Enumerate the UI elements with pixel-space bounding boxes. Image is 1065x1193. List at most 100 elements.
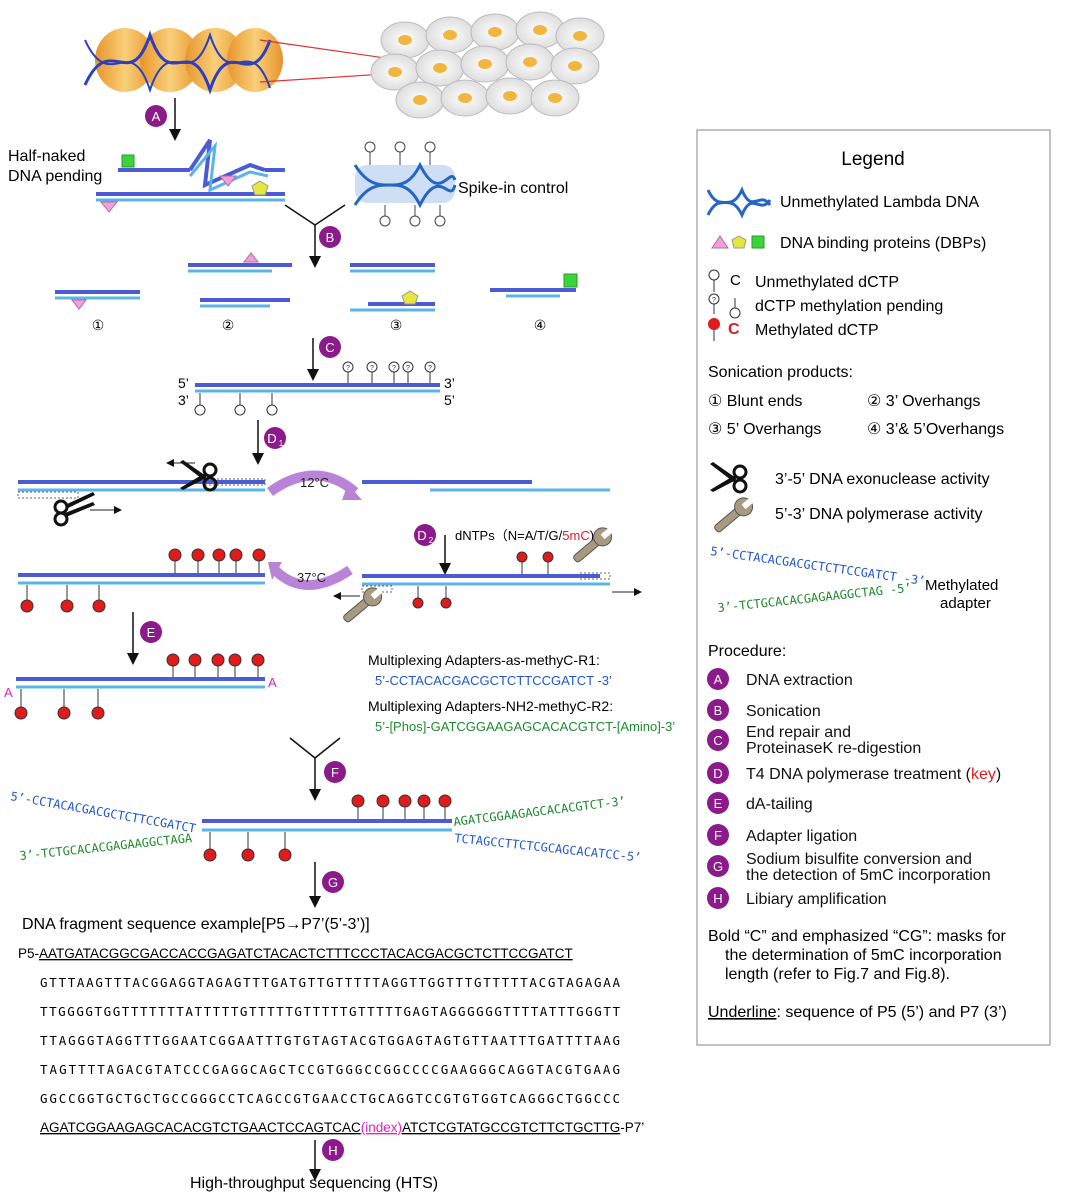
legend-underline-note: Underline: sequence of P5 (5’) and P7 (3…	[708, 1004, 1007, 1021]
scissors-icon-2	[53, 492, 95, 527]
digested-dna	[362, 480, 610, 492]
dntps-label: dNTPs（N=A/T/G/5mC)	[455, 528, 594, 543]
legend-bold-note-3: length (refer to Fig.7 and Fig.8).	[725, 966, 950, 983]
half-naked-label-1: Half-naked	[8, 148, 85, 165]
svg-text:?: ?	[346, 365, 350, 372]
svg-text:D: D	[713, 766, 722, 781]
temp-cold-label: 12°C	[300, 475, 329, 490]
svg-text:H: H	[713, 891, 722, 906]
step-d1-badge: D 1	[264, 427, 286, 449]
svg-text:H: H	[328, 1143, 337, 1158]
legend-unmeth-icon	[708, 269, 720, 292]
adapter-r1-title: Multiplexing Adapters-as-methyC-R1:	[368, 652, 600, 668]
half-naked-dna	[96, 138, 285, 213]
step-a-badge: A	[145, 105, 167, 127]
legend-proc-c: C End repair and ProteinaseK re-digestio…	[707, 724, 921, 757]
legend-proc-f: F Adapter ligation	[707, 824, 857, 846]
c-five-prime-top: 5’	[178, 375, 189, 391]
svg-text:B: B	[326, 230, 335, 245]
legend-lambda: Unmethylated Lambda DNA	[780, 194, 980, 211]
product-3-label: ③	[390, 317, 403, 333]
step-g-badge: G	[322, 871, 344, 893]
svg-text:C: C	[325, 340, 334, 355]
svg-text:D: D	[267, 431, 276, 446]
ligation-left-bottom: 3’-TCTGCACACGAGAAGGCTAGA	[19, 831, 194, 863]
legend-procedure-title: Procedure:	[708, 643, 786, 660]
legend-meth-adapter-1: Methylated	[925, 577, 998, 594]
svg-text:End repair and: End repair and	[746, 724, 851, 741]
legend-son-2: ② 3’ Overhangs	[867, 393, 980, 410]
sequence-line-1: GTTTAAGTTTACGGAGGTAGAGTTTGATGTTGTTTTTAGG…	[40, 975, 620, 990]
svg-text:?: ?	[406, 365, 410, 372]
half-naked-label-2: DNA pending	[8, 168, 102, 185]
sequence-line-2: TTGGGGTGGTTTTTTTATTTTTGTTTTTGTTTTTGTTTTT…	[40, 1004, 620, 1019]
legend-proc-b: B Sonication	[707, 699, 821, 721]
spike-in-label: Spike-in control	[458, 180, 568, 197]
legend-proc-d: D T4 DNA polymerase treatment (key)	[707, 762, 1001, 784]
cell-cluster	[370, 11, 605, 119]
nucleosome-array	[83, 28, 386, 95]
step-h-badge: H	[322, 1139, 344, 1161]
svg-text:Adapter ligation: Adapter ligation	[746, 828, 857, 845]
product-1-label: ①	[92, 317, 105, 333]
legend-wrench-icon	[714, 497, 754, 533]
legend-proc-a: A DNA extraction	[707, 668, 853, 690]
a-tail-left: A	[4, 685, 13, 700]
svg-text:B: B	[714, 703, 723, 718]
svg-text:dA-tailing: dA-tailing	[746, 796, 813, 813]
svg-text:the detection of 5mC incorpora: the detection of 5mC incorporation	[746, 867, 991, 884]
legend-bold-note-2: the determination of 5mC incorporation	[725, 947, 1002, 964]
svg-text:A: A	[152, 109, 161, 124]
product-2-label: ②	[222, 317, 235, 333]
svg-text:D: D	[417, 528, 426, 543]
svg-text:F: F	[331, 765, 339, 780]
legend-meth: Methylated dCTP	[755, 322, 879, 339]
c-three-prime-bottom: 3’	[178, 392, 189, 408]
legend-bold-note-1: Bold “C” and emphasized “CG”: masks for	[708, 928, 1007, 945]
legend-sonication-title: Sonication products:	[708, 364, 853, 381]
legend-exo: 3’-5’ DNA exonuclease activity	[775, 471, 990, 488]
cycle-arrow-cold	[267, 470, 359, 497]
legend-son-1: ① Blunt ends	[708, 393, 802, 410]
temp-warm-label: 37°C	[297, 570, 326, 585]
adapter-r2-title: Multiplexing Adapters-NH2-methyC-R2:	[368, 698, 613, 714]
step-c-badge: C	[319, 336, 341, 358]
product-4	[490, 273, 578, 298]
svg-text:?: ?	[370, 365, 374, 372]
legend-unmeth: Unmethylated dCTP	[755, 274, 899, 291]
ligation-right-bottom: TCTAGCCTTCTCGCAGCACATCC-5’	[454, 831, 642, 865]
legend-unmeth-c: C	[730, 272, 741, 289]
legend-pol: 5’-3’ DNA polymerase activity	[775, 506, 982, 523]
svg-text:G: G	[328, 875, 338, 890]
ligation-right-top: AGATCGGAAGAGCACACGTCT-3’	[453, 794, 627, 829]
adapter-r2-seq: 5’-[Phos]-GATCGGAAGAGCACACGTCT-[Amino]-3…	[375, 719, 675, 734]
methylated-dna	[18, 548, 266, 613]
svg-text:E: E	[714, 796, 723, 811]
sequence-line-5: GGCCGGTGCTGCTGCCGGGCCTCAGCCGTGAACCTGCAGG…	[40, 1091, 620, 1106]
legend-proc-h: H Libiary amplification	[707, 887, 887, 909]
svg-text:F: F	[714, 828, 722, 843]
merge-b	[284, 204, 346, 226]
merge-f	[289, 737, 341, 759]
product-2	[188, 252, 292, 308]
step-f-badge: F	[324, 761, 346, 783]
product-3	[350, 263, 435, 312]
step-b-badge: B	[319, 226, 341, 248]
sequence-last-line: AGATCGGAAGAGCACACGTCTGAACTCCAGTCAC(index…	[40, 1120, 644, 1135]
svg-text:G: G	[713, 859, 723, 874]
hts-label: High-throughput sequencing (HTS)	[190, 1175, 438, 1192]
sequence-title: DNA fragment sequence example[P5→P7’(5’-…	[22, 916, 370, 933]
legend-panel: Legend Unmethylated Lambda DNA DNA bindi…	[696, 129, 1051, 1046]
c-three-prime-top: 3’	[444, 375, 455, 391]
legend-scissors-icon	[710, 462, 748, 494]
svg-text:?: ?	[392, 365, 396, 372]
legend-proc-g: G Sodium bisulfite conversion and the de…	[707, 851, 991, 884]
sequence-p5-line: P5-AATGATACGGCGACCACCGAGATCTACACTCTTTCCC…	[18, 946, 573, 961]
end-repaired-dna: ??? ??	[194, 361, 440, 416]
svg-text:Sonication: Sonication	[746, 703, 821, 720]
svg-text:Libiary amplification: Libiary amplification	[746, 891, 887, 908]
svg-text:?: ?	[712, 297, 716, 304]
step-e-badge: E	[140, 621, 162, 643]
legend-meth-c: C	[728, 321, 740, 338]
svg-text:T4 DNA polymerase treatment (k: T4 DNA polymerase treatment (key)	[746, 766, 1001, 783]
